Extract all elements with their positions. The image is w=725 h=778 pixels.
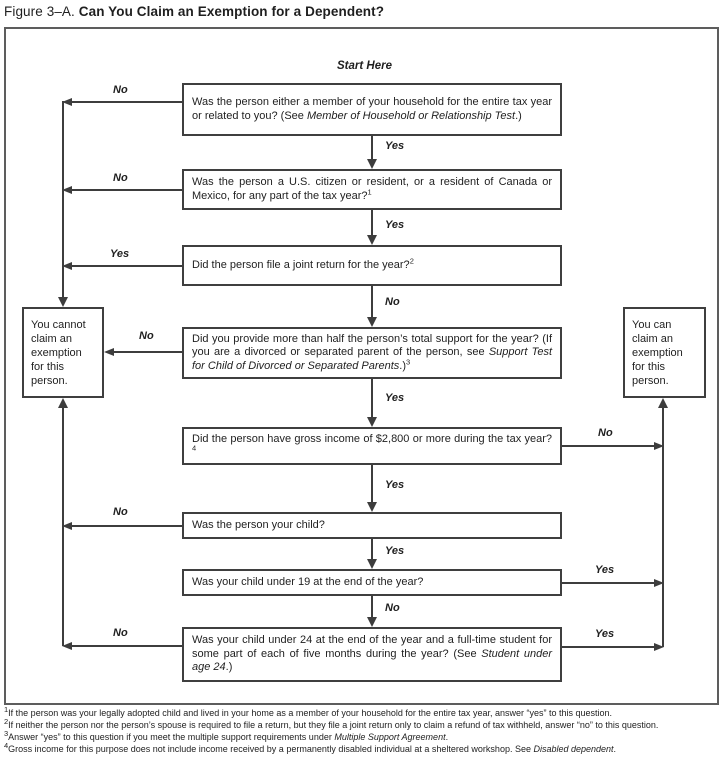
question-text-4: Did you provide more than half the perso… [192, 332, 553, 372]
connector-q8-left-arrowhead [62, 641, 72, 650]
connector-q3-left-arrowhead [62, 261, 72, 270]
figure-title-main: Can You Claim an Exemption for a Depende… [78, 4, 385, 19]
right-rail-arrowhead [658, 398, 668, 408]
connector-q7-right-arrowhead [654, 578, 664, 587]
edge-label-q4-yes: Yes [385, 392, 405, 404]
edge-label-q1-no: No [113, 84, 128, 96]
connector-q2-q3-arrowhead [367, 235, 377, 245]
start-here-label: Start Here [337, 60, 392, 72]
connector-q6-left-arrowhead [62, 521, 72, 530]
question-text-1: Was the person either a member of your h… [192, 96, 552, 122]
edge-label-q5-no: No [598, 427, 613, 439]
left-rail-lower-arrowhead [58, 398, 68, 408]
question-box-1: Was the person either a member of your h… [182, 83, 562, 136]
connector-q2-left-arrowhead [62, 185, 72, 194]
connector-q7-right-line [562, 582, 655, 584]
edge-label-q3-yes: Yes [110, 248, 130, 260]
connector-q7-q8-arrowhead [367, 617, 377, 627]
connector-q5-q6-arrowhead [367, 502, 377, 512]
edge-label-q1-yes: Yes [385, 140, 405, 152]
connector-q4-left-arrowhead [104, 347, 114, 356]
question-text-2: Was the person a U.S. citizen or residen… [192, 176, 552, 202]
figure-title-prefix: Figure 3–A. [4, 4, 75, 19]
edge-label-q2-yes: Yes [385, 219, 405, 231]
outcome-box-cannot-claim: You cannot claim an exemption for this p… [22, 307, 104, 398]
edge-label-q8-no: No [113, 627, 128, 639]
question-box-2: Was the person a U.S. citizen or residen… [182, 169, 562, 210]
edge-label-q7-yes: Yes [595, 564, 615, 576]
footnote-2: 2If neither the person nor the person’s … [4, 717, 659, 730]
left-rail-lower-line [62, 407, 64, 646]
question-text-7: Was your child under 19 at the end of th… [192, 575, 424, 588]
footnote-1: 1If the person was your legally adopted … [4, 705, 613, 718]
question-box-5: Did the person have gross income of $2,8… [182, 427, 562, 465]
connector-q6-left-line [70, 525, 182, 527]
connector-q6-q7-arrowhead [367, 559, 377, 569]
edge-label-q7-no: No [385, 602, 400, 614]
edge-label-q5-yes: Yes [385, 479, 405, 491]
connector-q1-left-arrowhead [62, 97, 72, 106]
right-rail-line [662, 407, 664, 647]
edge-label-q8-yes: Yes [595, 628, 615, 640]
question-box-3: Did the person file a joint return for t… [182, 245, 562, 286]
connector-q1-left-line [70, 101, 182, 103]
edge-label-q6-no: No [113, 506, 128, 518]
question-text-5: Did the person have gross income of $2,8… [192, 432, 552, 453]
connector-q2-left-line [70, 189, 182, 191]
connector-q8-right-arrowhead [654, 642, 664, 651]
connector-q6-q7-line [371, 539, 373, 560]
connector-q5-right-arrowhead [654, 441, 664, 450]
question-text-8: Was your child under 24 at the end of th… [192, 634, 552, 674]
question-box-8: Was your child under 24 at the end of th… [182, 627, 562, 682]
connector-q1-q2-arrowhead [367, 159, 377, 169]
connector-q5-right-line [562, 445, 655, 447]
edge-label-q6-yes: Yes [385, 545, 405, 557]
footnote-4: 4Gross income for this purpose does not … [4, 741, 617, 754]
footnotes: 1If the person was your legally adopted … [4, 705, 720, 756]
connector-q4-left-line [112, 351, 182, 353]
connector-q3-left-line [70, 265, 182, 267]
connector-q8-right-line [562, 646, 655, 648]
connector-q8-left-line [70, 645, 182, 647]
edge-label-q2-no: No [113, 172, 128, 184]
edge-label-q3-no: No [385, 296, 400, 308]
footnote-3: 3Answer “yes” to this question if you me… [4, 729, 449, 742]
left-rail-upper-arrowhead [58, 297, 68, 307]
connector-q4-q5-arrowhead [367, 417, 377, 427]
figure-title: Figure 3–A. Can You Claim an Exemption f… [4, 4, 384, 19]
question-text-6: Was the person your child? [192, 518, 325, 531]
question-text-3: Did the person file a joint return for t… [192, 256, 414, 271]
connector-q1-q2-line [371, 136, 373, 161]
outcome-box-can-claim: You can claim an exemption for this pers… [623, 307, 706, 398]
connector-q4-q5-line [371, 379, 373, 418]
question-box-7: Was your child under 19 at the end of th… [182, 569, 562, 596]
question-box-6: Was the person your child? [182, 512, 562, 539]
connector-q2-q3-line [371, 210, 373, 236]
connector-q3-q4-line [371, 286, 373, 318]
connector-q7-q8-line [371, 596, 373, 618]
question-box-4: Did you provide more than half the perso… [182, 327, 562, 379]
edge-label-q4-no: No [139, 330, 154, 342]
left-rail-upper-line [62, 101, 64, 299]
connector-q5-q6-line [371, 465, 373, 503]
connector-q3-q4-arrowhead [367, 317, 377, 327]
